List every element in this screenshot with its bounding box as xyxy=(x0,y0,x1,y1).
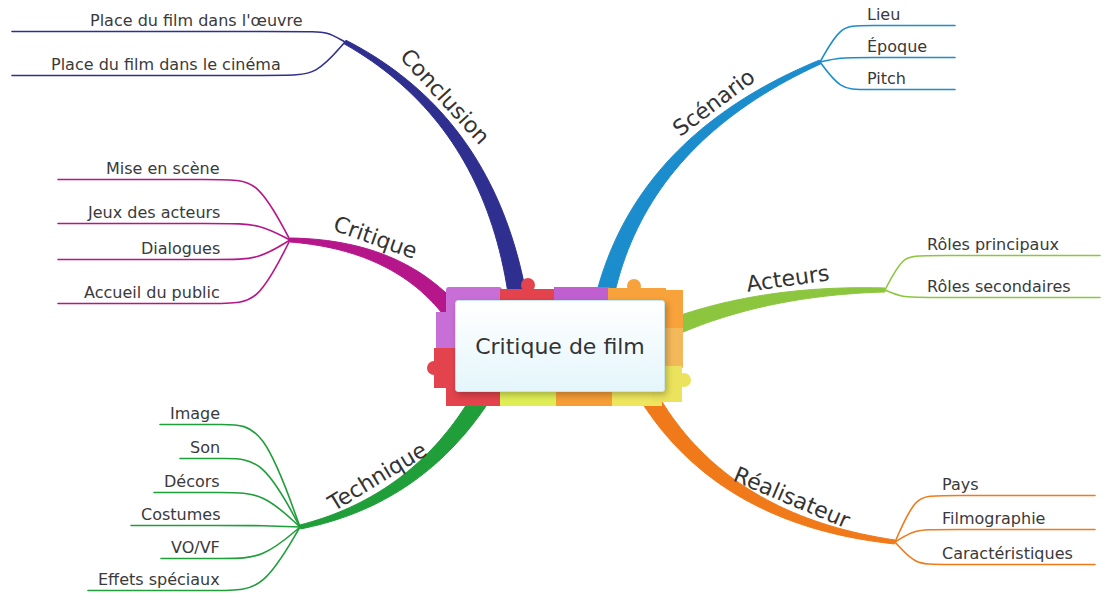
leaf-topic: Place du film dans le cinéma xyxy=(49,55,283,74)
leaf-topic: Pitch xyxy=(865,69,908,88)
topic-text: Caractéristiques xyxy=(942,544,1073,563)
sub-branch-line xyxy=(895,542,1095,565)
topic-text: Critique de film xyxy=(475,334,645,359)
topic-text: Critique xyxy=(330,211,420,264)
topic-text: Image xyxy=(170,404,220,423)
branch-label: Critique xyxy=(330,211,420,264)
sub-branch-line xyxy=(88,527,300,591)
puzzle-pieces xyxy=(427,278,691,406)
leaf-topic: Filmographie xyxy=(940,509,1047,528)
sub-branch-line xyxy=(58,180,290,241)
topic-text: Rôles secondaires xyxy=(927,277,1071,296)
leaf-topic: Lieu xyxy=(865,5,902,24)
leaf-topic: Jeux des acteurs xyxy=(86,203,222,222)
sub-branch-line xyxy=(12,32,345,43)
topic-text: Effets spéciaux xyxy=(98,570,220,589)
leaf-topic: Son xyxy=(188,438,222,457)
main-branch xyxy=(300,387,493,529)
leaf-topic: Caractéristiques xyxy=(940,544,1075,563)
topic-text: Scénario xyxy=(668,63,760,140)
main-branch xyxy=(638,387,895,543)
sub-branch-line xyxy=(58,224,290,241)
branch-label: Technique xyxy=(324,437,432,516)
sub-branch-line xyxy=(820,62,955,90)
sub-branch-line xyxy=(820,26,955,63)
leaf-topic: Dialogues xyxy=(139,239,222,258)
leaf-topic: Décors xyxy=(162,472,222,491)
topic-text: Décors xyxy=(164,472,220,491)
topic-text: Technique xyxy=(324,437,432,516)
leaf-topic: VO/VF xyxy=(169,538,222,557)
puzzle-knob xyxy=(627,279,641,293)
central-topic: Critique de film xyxy=(455,300,665,392)
topic-text: Époque xyxy=(867,37,927,56)
topic-text: Rôles principaux xyxy=(927,235,1059,254)
branch-label: Réalisateur xyxy=(730,461,854,532)
sub-branch-line xyxy=(820,58,955,63)
topic-text: VO/VF xyxy=(171,538,220,557)
leaf-topic: Effets spéciaux xyxy=(96,570,222,589)
leaf-topic: Rôles secondaires xyxy=(925,277,1073,296)
topic-text: Place du film dans l'œuvre xyxy=(90,11,303,30)
topic-text: Costumes xyxy=(141,505,220,524)
leaf-topic: Accueil du public xyxy=(82,283,222,302)
topic-text: Accueil du public xyxy=(84,283,220,302)
leaf-topic: Pays xyxy=(940,475,981,494)
branch-label: Scénario xyxy=(668,63,760,140)
branch-label: Acteurs xyxy=(744,260,830,297)
topic-text: Mise en scène xyxy=(106,159,220,178)
branch-label: Conclusion xyxy=(396,44,495,149)
leaf-topic: Rôles principaux xyxy=(925,235,1061,254)
topic-text: Filmographie xyxy=(942,509,1045,528)
leaf-topic: Place du film dans l'œuvre xyxy=(88,11,305,30)
topic-text: Conclusion xyxy=(396,44,495,149)
topic-text: Réalisateur xyxy=(730,461,854,532)
puzzle-knob xyxy=(677,373,691,387)
leaf-topic: Image xyxy=(168,404,222,423)
topic-text: Son xyxy=(190,438,220,457)
leaf-topic: Mise en scène xyxy=(104,159,222,178)
sub-branch-line xyxy=(895,496,1095,543)
sub-branch-line xyxy=(131,526,300,528)
puzzle-knob xyxy=(521,278,535,292)
main-branch xyxy=(344,40,527,301)
sub-branch-line xyxy=(12,42,345,76)
topic-text: Jeux des acteurs xyxy=(88,203,220,222)
topic-text: Place du film dans le cinéma xyxy=(51,55,281,74)
topic-text: Pitch xyxy=(867,69,906,88)
topic-text: Lieu xyxy=(867,5,900,24)
puzzle-knob xyxy=(427,361,441,375)
main-branch xyxy=(661,288,885,339)
topic-text: Dialogues xyxy=(141,239,220,258)
leaf-topic: Costumes xyxy=(139,505,222,524)
topic-text: Pays xyxy=(942,475,979,494)
topic-text: Acteurs xyxy=(744,260,830,297)
sub-branch-line xyxy=(161,527,300,559)
leaf-topic: Époque xyxy=(865,37,929,56)
sub-branch-line xyxy=(895,530,1095,543)
